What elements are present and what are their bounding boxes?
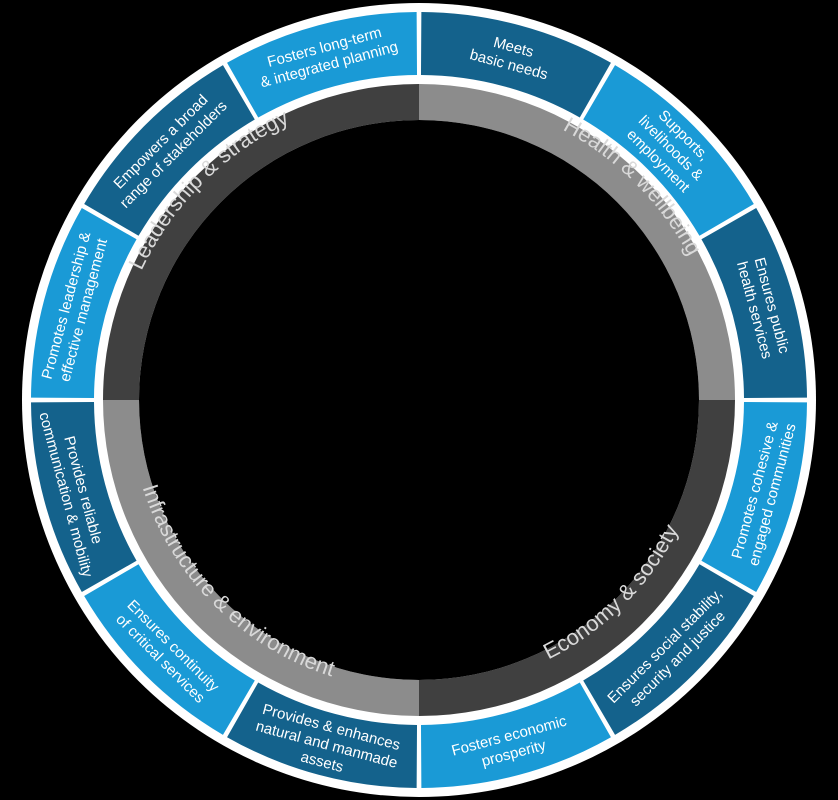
outer-segment: Provides & enhancesnatural and manmadeas… bbox=[227, 682, 418, 789]
outer-segment-shape bbox=[84, 564, 255, 735]
outer-segment-shape bbox=[420, 12, 611, 118]
outer-segment-label: Provides & enhancesnatural and manmadeas… bbox=[249, 700, 404, 789]
outer-segment: Promotes leadership &effective managemen… bbox=[31, 208, 137, 399]
outer-segment-shape bbox=[701, 401, 807, 592]
center-hole bbox=[139, 120, 699, 680]
outer-segment-shape bbox=[227, 12, 418, 118]
outer-segment-shape bbox=[227, 682, 418, 788]
quadrant-arc bbox=[103, 400, 419, 716]
outer-segment-shape bbox=[31, 401, 137, 592]
outer-segment: Fosters long-term& integrated planning bbox=[227, 12, 418, 118]
outer-segment-shape bbox=[701, 208, 807, 399]
outer-segment-shape bbox=[31, 208, 137, 399]
outer-segment-shape bbox=[583, 564, 754, 735]
quadrant-arc bbox=[103, 84, 419, 400]
outer-segment-shape bbox=[84, 65, 255, 236]
outer-segment: Meetsbasic needs bbox=[420, 12, 611, 118]
quadrant-arc bbox=[419, 400, 735, 716]
outer-segment: Provides reliablecommunication & mobilit… bbox=[31, 401, 137, 592]
outer-segment-shape bbox=[583, 65, 754, 236]
quadrant-arc bbox=[419, 84, 735, 400]
outer-segment-shape bbox=[420, 682, 611, 788]
